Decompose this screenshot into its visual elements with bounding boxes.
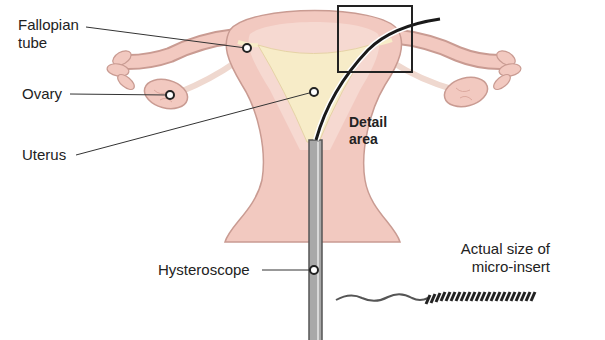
detail-heading: Detail area <box>349 114 409 148</box>
leader-lines <box>70 27 313 270</box>
part-label: Actual size of micro-insert <box>426 240 550 276</box>
ovary-detail <box>456 88 472 100</box>
detail-box: Detail area <box>337 5 413 73</box>
hysteroscope <box>309 140 322 340</box>
ovary <box>141 75 191 113</box>
part-label: Fallopian tube <box>18 16 92 52</box>
micro-insert-coil <box>426 292 535 304</box>
fallopian-tube <box>392 36 500 62</box>
uterus-wall <box>249 22 380 150</box>
ligament <box>392 62 455 90</box>
part-label: Hysteroscope <box>158 261 258 279</box>
fallopian-tube <box>392 36 500 62</box>
part-label: Uterus <box>22 146 82 164</box>
ligament <box>180 62 236 92</box>
part-label: Ovary <box>22 85 82 103</box>
hysteroscope-shine <box>317 142 319 340</box>
leader-dots <box>166 44 318 274</box>
ovary <box>441 73 491 111</box>
micro-insert-wire <box>336 294 428 301</box>
